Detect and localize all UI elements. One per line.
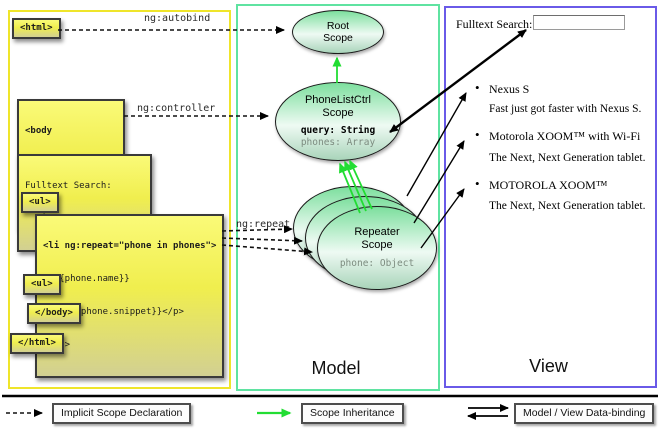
code-line: {{phone.name}} (43, 274, 130, 284)
list-bullet: • (475, 127, 480, 142)
phone-snippet: Fast just got faster with Nexus S. (489, 103, 642, 115)
fulltext-search-label: Fulltext Search: (456, 17, 533, 31)
repeater-scope-ellipse-front: Repeater Scope phone: Object (317, 206, 437, 290)
phone-title: Motorola XOOM™ with Wi-Fi (489, 129, 641, 143)
code-box-html-close: </html> (10, 333, 64, 354)
phone-snippet: The Next, Next Generation tablet. (489, 200, 646, 212)
code-box-ul-close: <ul> (23, 274, 61, 295)
phonelistctrl-scope-name: PhoneListCtrl (304, 94, 372, 106)
model-column-label: Model (311, 358, 361, 378)
code-line: <li ng:repeat="phone in phones"> (43, 241, 217, 251)
list-bullet: • (475, 80, 480, 95)
phone-snippet: The Next, Next Generation tablet. (489, 152, 646, 164)
query-property: query: String (300, 125, 376, 136)
code-box-body-close: </body> (27, 303, 81, 324)
ng-autobind-label: ng:autobind (144, 13, 211, 24)
root-scope-name: Scope (323, 32, 353, 44)
code-line: <body (25, 126, 53, 136)
repeater-scope-name: Repeater (354, 226, 400, 238)
fulltext-search-input[interactable] (533, 15, 625, 30)
code-line: </li> (43, 340, 216, 351)
phonelistctrl-scope-name: Scope (322, 107, 354, 119)
ng-repeat-label: ng:repeat (236, 219, 291, 230)
code-box-html-open: <html> (12, 18, 61, 39)
legend-model-view-databinding: Model / View Data-binding (514, 403, 655, 424)
code-box-li-repeat: <li ng:repeat="phone in phones"> {{phone… (35, 214, 225, 378)
legend-implicit-scope-declaration: Implicit Scope Declaration (52, 403, 192, 424)
repeater-scope-name: Scope (361, 239, 393, 251)
legend-scope-inheritance: Scope Inheritance (301, 403, 404, 424)
root-scope-ellipse: Root Scope (292, 10, 384, 54)
code-line: Fulltext Search: (25, 181, 112, 191)
view-column-frame (444, 6, 657, 388)
list-bullet: • (475, 176, 480, 191)
code-box-ul-open: <ul> (21, 192, 59, 213)
code-line: <p>{{phone.snippet}}</p> (43, 307, 184, 317)
phones-property: phones: Array (300, 137, 376, 148)
phone-title: Nexus S (489, 82, 530, 96)
phone-title: MOTOROLA XOOM™ (489, 178, 608, 192)
root-scope-name: Root (326, 20, 350, 32)
view-column-label: View (529, 356, 568, 376)
phone-property: phone: Object (339, 258, 415, 269)
ng-controller-label: ng:controller (137, 103, 216, 114)
phonelistctrl-scope-ellipse: PhoneListCtrl Scope query: String phones… (275, 82, 401, 161)
